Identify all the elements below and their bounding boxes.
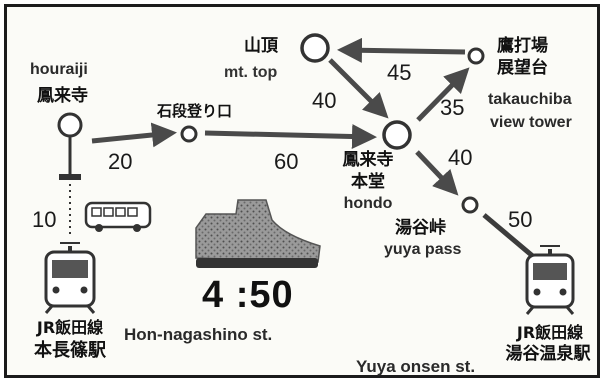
- hiking-shoe-icon: [195, 199, 321, 268]
- route-arrow-ishidan-hondo: [204, 124, 377, 150]
- hondo-jp-label-1: 鳳来寺: [342, 150, 394, 170]
- stop-hondo: [382, 120, 412, 150]
- route-line-yuya-onsen: [482, 213, 537, 260]
- route-arrow-takauchiba-sancho: [337, 37, 466, 63]
- hondo-en-label: hondo: [343, 195, 393, 212]
- train-icon: [525, 245, 575, 315]
- yuya-en-label: yuya pass: [384, 241, 462, 258]
- stop-yuya: [461, 196, 479, 214]
- map-frame: [4, 4, 600, 378]
- bus-stop-sign-icon: [57, 112, 83, 180]
- route-arrow-houraiji-ishidan: [91, 122, 177, 148]
- route-arrow-sancho-hondo: [328, 58, 389, 119]
- sancho-en-label: mt. top: [224, 64, 278, 81]
- nagashino-jp-label-1: JR飯田線: [36, 318, 104, 337]
- time-hondo-sancho: 40: [312, 88, 337, 113]
- takauchiba-jp-label-2: 展望台: [497, 58, 548, 78]
- houraiji-jp-label: 鳳来寺: [37, 86, 88, 106]
- yuya-onsen-jp-label-2: 湯谷温泉駅: [505, 344, 591, 364]
- route-arrow-hondo-yuya: [415, 150, 459, 196]
- time-hondo-yuya: 40: [448, 145, 473, 170]
- ishidan-jp-label: 石段登り口: [157, 102, 233, 120]
- time-ishidan-hondo: 60: [274, 149, 299, 174]
- time-yuya-onsen: 50: [508, 207, 533, 232]
- total-walking-time: 4 :50: [202, 274, 294, 316]
- houraiji-en-label: houraiji: [30, 61, 88, 78]
- stop-sancho: [300, 33, 330, 63]
- yuya-jp-label: 湯谷峠: [395, 218, 446, 238]
- stop-ishidan: [180, 125, 198, 143]
- takauchiba-en-label-1: takauchiba: [488, 91, 572, 108]
- route-arrow-hondo-takauchiba: [416, 67, 470, 122]
- stop-takauchiba: [467, 47, 485, 65]
- time-houraiji-ishidan: 20: [108, 149, 133, 174]
- time-takauchiba-sancho: 45: [387, 60, 412, 85]
- time-hondo-takauchiba: 35: [440, 95, 465, 120]
- train-icon: [44, 242, 96, 314]
- takauchiba-en-label-2: view tower: [490, 114, 572, 131]
- bus-icon: [84, 201, 152, 232]
- nagashino-jp-label-2: 本長篠駅: [34, 340, 106, 361]
- sancho-jp-label: 山頂: [244, 36, 278, 56]
- time-bus: 10: [32, 207, 57, 232]
- yuya-onsen-jp-label-1: JR飯田線: [516, 323, 584, 342]
- yuya-onsen-en-label: Yuya onsen st.: [356, 357, 476, 376]
- hondo-jp-label-2: 本堂: [351, 172, 385, 192]
- takauchiba-jp-label-1: 鷹打場: [497, 36, 548, 56]
- nagashino-en-label: Hon-nagashino st.: [124, 325, 273, 344]
